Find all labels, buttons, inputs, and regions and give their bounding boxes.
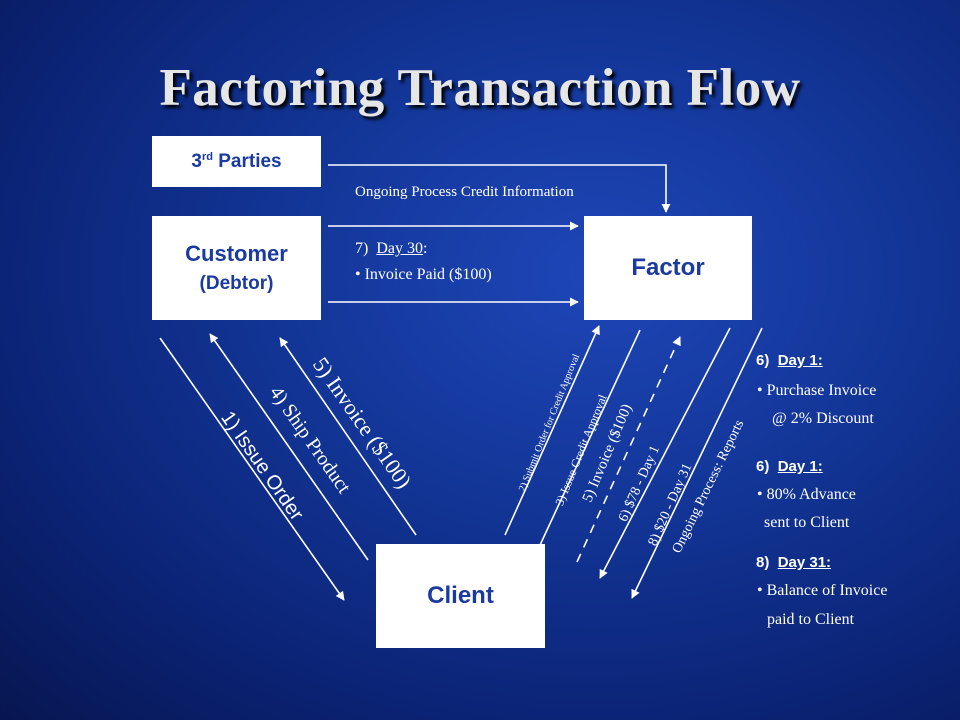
step8-line2: paid to Client bbox=[767, 611, 855, 628]
step7-heading: 7) Day 30: bbox=[355, 240, 428, 257]
credit-info-arrow bbox=[328, 164, 671, 213]
step6a-line2: @ 2% Discount bbox=[772, 410, 874, 427]
balance-20-arrow bbox=[631, 327, 763, 599]
customer-box: Customer (Debtor) bbox=[152, 216, 321, 320]
ongoing-credit-label: Ongoing Process Credit Information bbox=[355, 184, 574, 200]
submit-order-arrow bbox=[504, 325, 600, 536]
invoice-left-arrow bbox=[279, 337, 417, 536]
advance-78-arrow bbox=[599, 327, 731, 579]
issue-order-arrow bbox=[159, 337, 345, 601]
factor-box: Factor bbox=[584, 216, 752, 320]
client-label: Client bbox=[427, 582, 494, 609]
step7-invoice-paid: • Invoice Paid ($100) bbox=[355, 266, 492, 283]
third-parties-label: 3rd Parties bbox=[191, 150, 282, 172]
ship-product-arrow bbox=[209, 333, 369, 561]
client-box: Client bbox=[376, 544, 545, 648]
slide-title: Factoring Transaction Flow bbox=[159, 59, 801, 117]
step6a-heading: 6) Day 1: bbox=[756, 352, 823, 369]
step6b-heading: 6) Day 1: bbox=[756, 458, 823, 475]
third-parties-box: 3rd Parties bbox=[152, 136, 321, 187]
step6b-line1: • 80% Advance bbox=[757, 486, 856, 503]
step8-line1: • Balance of Invoice bbox=[757, 582, 888, 599]
step8-heading: 8) Day 31: bbox=[756, 554, 832, 571]
customer-sublabel: (Debtor) bbox=[199, 273, 274, 295]
step6b-line2: sent to Client bbox=[764, 514, 850, 531]
issue-credit-arrow bbox=[533, 329, 641, 559]
factor-label: Factor bbox=[631, 254, 705, 281]
step6a-line1: • Purchase Invoice bbox=[757, 382, 877, 399]
customer-label: Customer bbox=[185, 241, 288, 267]
